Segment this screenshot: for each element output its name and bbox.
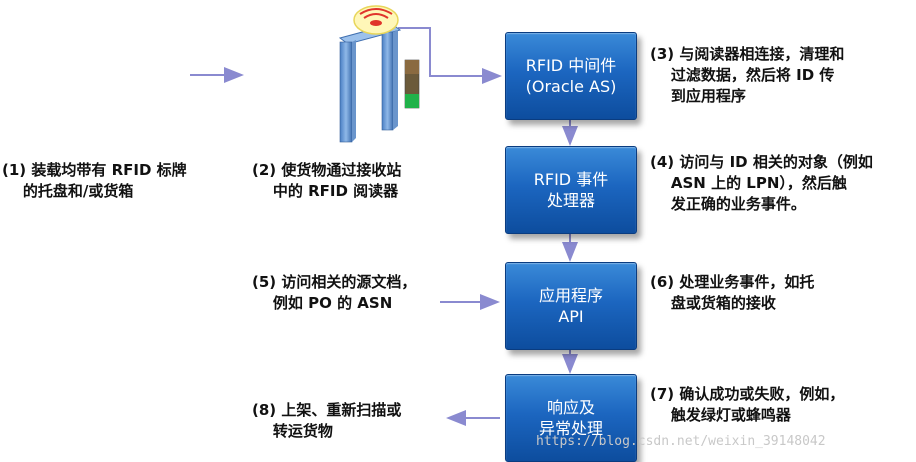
watermark-url: https://blog.csdn.net/weixin_39148042 <box>536 434 826 449</box>
indicator-light-icon <box>404 59 420 109</box>
step-7-confirm-result: (7) 确认成功或失败，例如， 触发绿灯或蜂鸣器 <box>650 385 845 424</box>
box-rfid-event-processor: RFID 事件 处理器 <box>505 146 637 234</box>
box-application-api: 应用程序 API <box>505 262 637 350</box>
step-6-process-events: (6) 处理业务事件，如托 盘或货箱的接收 <box>650 273 815 312</box>
step-5-access-documents: (5) 访问相关的源文档， 例如 PO 的 ASN <box>252 273 417 312</box>
box-response-exception-handling: 响应及 异常处理 <box>505 374 637 462</box>
step-3-filter-data: (3) 与阅读器相连接，清理和 过滤数据，然后将 ID 传 到应用程序 <box>650 45 845 105</box>
step-1-load-tagged-pallets: (1) 装载均带有 RFID 标牌 的托盘和/或货箱 <box>2 161 187 200</box>
step-2-pass-through-reader: (2) 使货物通过接收站 中的 RFID 阅读器 <box>252 161 402 200</box>
box-rfid-middleware: RFID 中间件 (Oracle AS) <box>505 32 637 120</box>
step-8-putaway-rescan: (8) 上架、重新扫描或 转运货物 <box>252 401 402 440</box>
step-4-access-objects: (4) 访问与 ID 相关的对象（例如 ASN 上的 LPN），然后触 发正确的… <box>650 153 873 213</box>
signal-waves-icon <box>353 5 399 35</box>
rfid-reader-gate-icon <box>338 23 402 143</box>
arrow-reader-to-middleware <box>398 27 502 84</box>
